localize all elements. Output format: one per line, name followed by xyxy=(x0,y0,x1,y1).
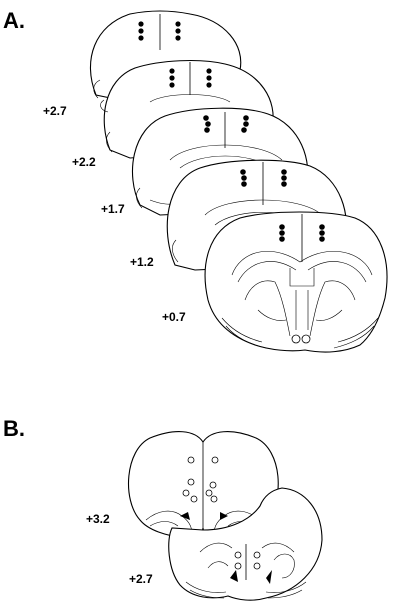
coordinate-label: +2.2 xyxy=(72,155,96,169)
injection-site-dot xyxy=(241,127,247,133)
panel-a-section-3-marks xyxy=(203,115,249,133)
injection-site-dot xyxy=(241,181,247,187)
optic-tract-circle xyxy=(291,334,301,344)
injection-site-dot xyxy=(319,236,325,242)
injection-site-dot xyxy=(138,28,144,34)
injection-site-dot xyxy=(279,224,285,230)
lesion-mark xyxy=(266,570,272,584)
injection-site-dot xyxy=(319,230,325,236)
injection-site-circle xyxy=(210,495,218,503)
panel-a-label: A. xyxy=(3,8,25,33)
panel-a-section-5 xyxy=(204,211,388,353)
injection-site-dot xyxy=(138,35,144,41)
injection-site-circle xyxy=(253,562,261,570)
injection-site-dot xyxy=(206,75,212,81)
injection-site-dot xyxy=(203,115,209,121)
injection-site-dot xyxy=(206,82,212,88)
injection-site-dot xyxy=(319,224,325,230)
injection-site-dot xyxy=(175,28,181,34)
panel-a-section-2-marks xyxy=(169,68,212,88)
injection-site-circle xyxy=(234,562,242,570)
injection-site-dot xyxy=(240,169,246,175)
coordinate-label: +2.7 xyxy=(43,104,67,118)
injection-site-circle xyxy=(187,456,195,464)
injection-site-circle xyxy=(190,495,198,503)
injection-site-circle xyxy=(205,489,213,497)
injection-site-circle xyxy=(211,456,219,464)
panel-b-section-2 xyxy=(168,487,323,601)
panel-a-section-4-marks xyxy=(240,169,287,187)
optic-tract-circle xyxy=(301,334,311,344)
panel-a-section-1-marks xyxy=(138,21,181,41)
panel-b-section-2-marks xyxy=(230,551,272,584)
coordinate-label: +0.7 xyxy=(162,310,186,324)
injection-site-circle xyxy=(234,551,242,559)
lesion-mark xyxy=(180,512,190,520)
injection-site-circle xyxy=(253,551,261,559)
injection-site-dot xyxy=(204,127,210,133)
lesion-mark xyxy=(220,512,228,520)
injection-site-dot xyxy=(169,68,175,74)
injection-site-dot xyxy=(243,121,249,127)
injection-site-dot xyxy=(243,115,249,121)
injection-site-dot xyxy=(281,169,287,175)
panel-b-section-1-marks xyxy=(180,456,228,520)
injection-site-circle xyxy=(209,481,217,489)
injection-site-dot xyxy=(138,21,144,27)
injection-site-dot xyxy=(281,181,287,187)
injection-site-dot xyxy=(169,82,175,88)
lesion-mark xyxy=(230,570,238,582)
injection-site-dot xyxy=(169,75,175,81)
injection-site-dot xyxy=(175,35,181,41)
injection-site-dot xyxy=(241,175,247,181)
coordinate-label: +3.2 xyxy=(86,512,110,526)
panel-b-label: B. xyxy=(3,416,25,441)
injection-site-dot xyxy=(281,175,287,181)
injection-site-dot xyxy=(175,21,181,27)
panel-a-section-5-marks xyxy=(279,224,325,344)
injection-site-dot xyxy=(206,68,212,74)
coordinate-label: +2.7 xyxy=(129,572,153,586)
injection-site-dot xyxy=(279,230,285,236)
coordinate-label: +1.7 xyxy=(101,202,125,216)
coordinate-label: +1.2 xyxy=(130,255,154,269)
injection-site-circle xyxy=(182,489,190,497)
injection-site-dot xyxy=(279,236,285,242)
injection-site-circle xyxy=(187,478,195,486)
injection-site-dot xyxy=(205,121,211,127)
